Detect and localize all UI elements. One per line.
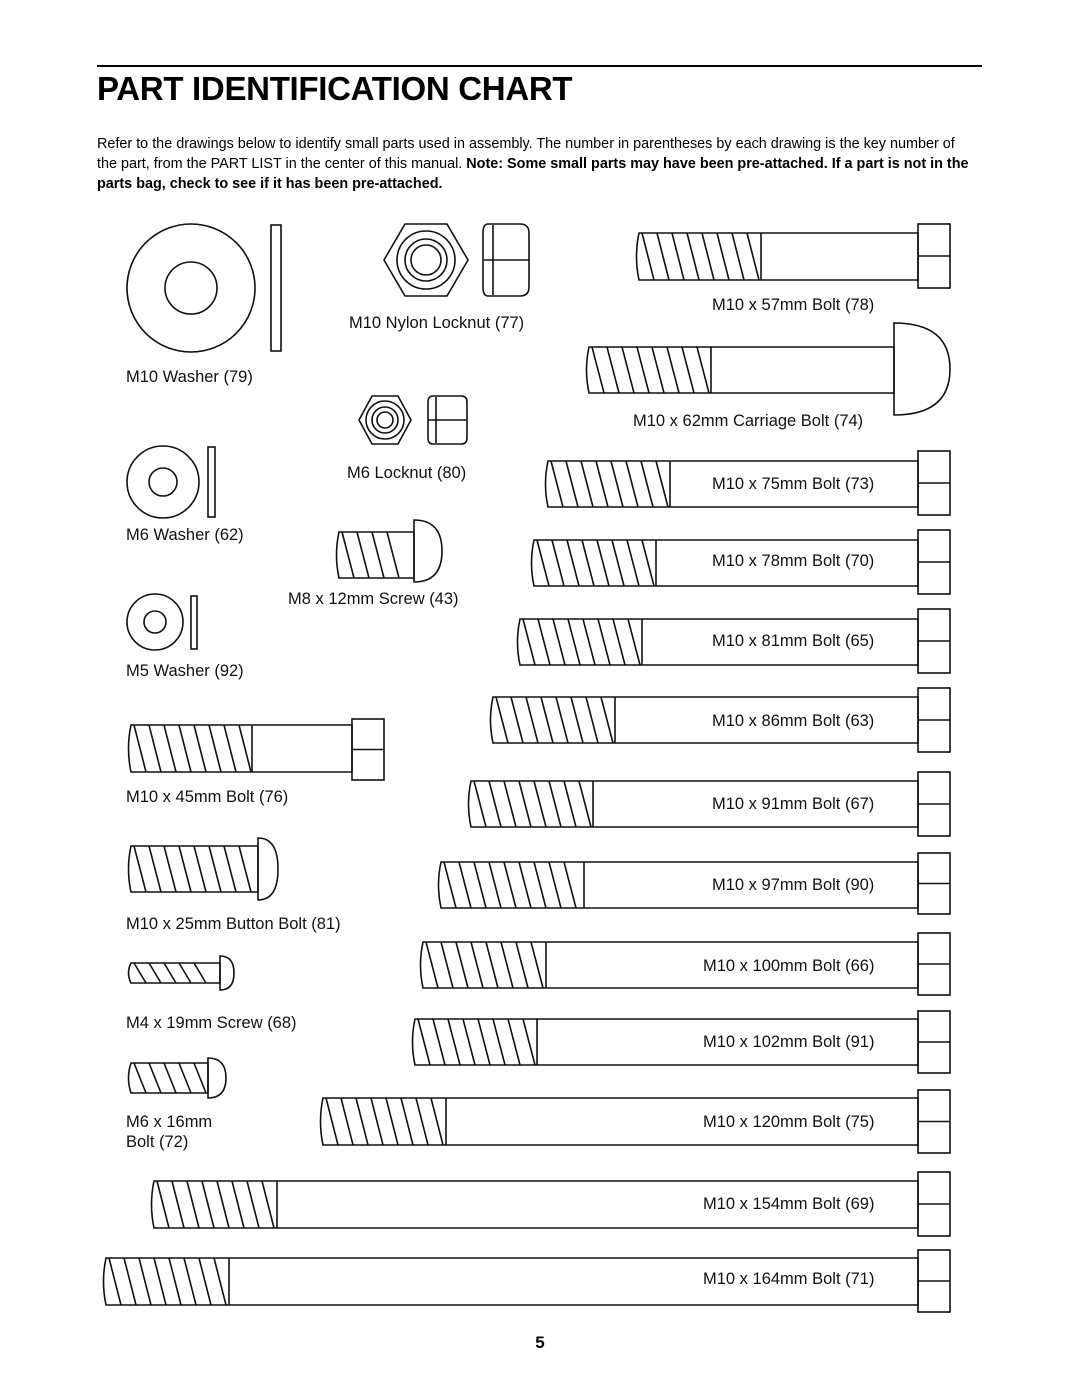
label-bolt-75: M10 x 120mm Bolt (75): [703, 1113, 875, 1131]
header-rule: [97, 65, 982, 67]
label-bolt-72-line1: M6 x 16mm: [126, 1113, 213, 1131]
label-screw-68: M4 x 19mm Screw (68): [126, 1014, 297, 1032]
washer-79-drawing: [126, 223, 282, 353]
label-washer-92: M5 Washer (92): [126, 662, 244, 680]
label-carriage-bolt-74: M10 x 62mm Carriage Bolt (74): [633, 412, 864, 430]
bolt-67-drawing: [467, 771, 951, 837]
label-bolt-65: M10 x 81mm Bolt (65): [712, 632, 875, 650]
screw-43-drawing: [335, 519, 443, 583]
button-bolt-81-drawing: [127, 837, 279, 901]
locknut-77-drawing: [383, 223, 530, 297]
bolt-69-drawing: [150, 1171, 951, 1237]
bolt-90-drawing: [437, 852, 951, 915]
label-bolt-63: M10 x 86mm Bolt (63): [712, 712, 875, 730]
bolt-72-drawing: [127, 1057, 227, 1099]
label-bolt-72-line2: Bolt (72): [126, 1133, 189, 1151]
bolt-71-drawing: [102, 1249, 951, 1313]
bolt-78-drawing: [635, 223, 951, 289]
bolt-63-drawing: [489, 687, 951, 753]
washer-92-drawing: [126, 593, 198, 651]
bolt-70-drawing: [530, 529, 951, 595]
label-bolt-91: M10 x 102mm Bolt (91): [703, 1033, 875, 1051]
washer-62-drawing: [126, 445, 216, 519]
screw-68-drawing: [127, 955, 235, 991]
label-bolt-76: M10 x 45mm Bolt (76): [126, 788, 289, 806]
label-bolt-69: M10 x 154mm Bolt (69): [703, 1195, 875, 1213]
page-title: PART IDENTIFICATION CHART: [97, 70, 573, 107]
bolt-91-drawing: [411, 1010, 951, 1074]
bolt-76-drawing: [127, 718, 385, 781]
bolt-65-drawing: [516, 608, 951, 674]
label-washer-79: M10 Washer (79): [126, 368, 253, 386]
intro-note: Note: Some small parts may have been pre…: [97, 156, 969, 192]
locknut-80-drawing: [358, 395, 468, 445]
label-bolt-66: M10 x 100mm Bolt (66): [703, 957, 875, 975]
label-bolt-67: M10 x 91mm Bolt (67): [712, 795, 875, 813]
page-number: 5: [535, 1333, 545, 1352]
bolt-drawings: [102, 223, 951, 1313]
intro-text: Refer to the drawings below to identify …: [97, 136, 955, 172]
label-bolt-73: M10 x 75mm Bolt (73): [712, 475, 875, 493]
bolt-66-drawing: [419, 932, 951, 996]
label-bolt-70: M10 x 78mm Bolt (70): [712, 552, 875, 570]
bolt-73-drawing: [544, 450, 951, 516]
label-bolt-71: M10 x 164mm Bolt (71): [703, 1270, 875, 1288]
label-button-bolt-81: M10 x 25mm Button Bolt (81): [126, 915, 341, 933]
label-bolt-90: M10 x 97mm Bolt (90): [712, 876, 875, 894]
label-locknut-77: M10 Nylon Locknut (77): [349, 314, 525, 332]
carriage-bolt-74-drawing: [585, 322, 951, 416]
label-bolt-78: M10 x 57mm Bolt (78): [712, 296, 875, 314]
bolt-75-drawing: [319, 1089, 951, 1154]
label-screw-43: M8 x 12mm Screw (43): [288, 590, 459, 608]
intro-paragraph: Refer to the drawings below to identify …: [97, 134, 977, 194]
label-washer-62: M6 Washer (62): [126, 526, 244, 544]
label-locknut-80: M6 Locknut (80): [347, 464, 467, 482]
